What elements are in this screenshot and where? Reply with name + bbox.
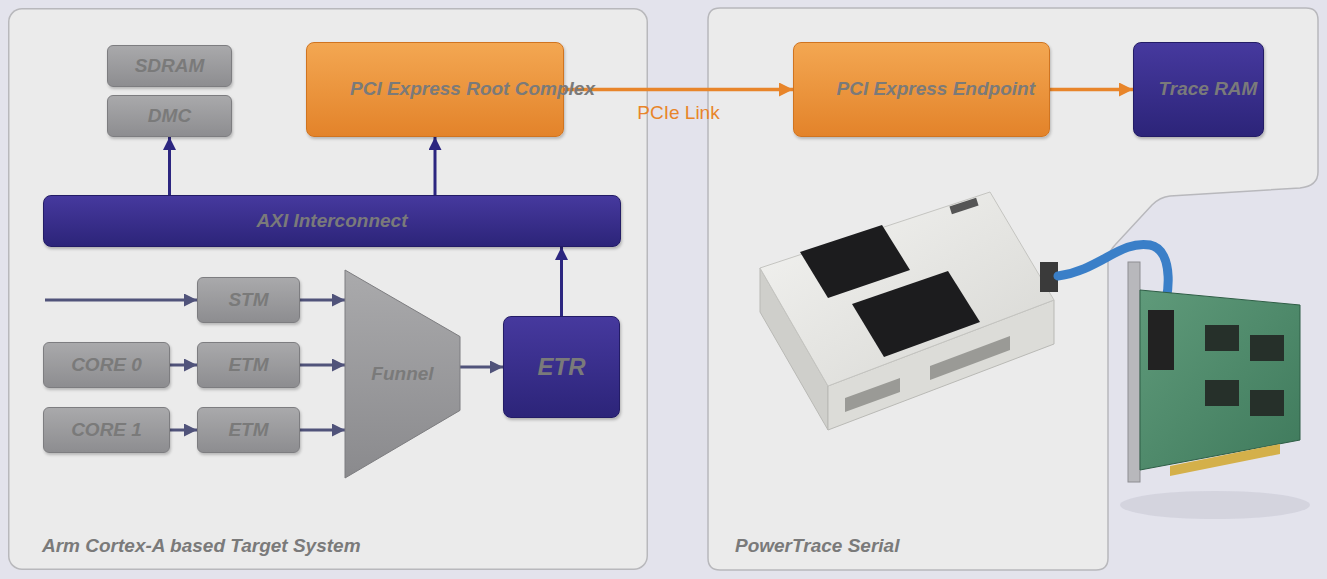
box-label: ETM [228, 419, 268, 442]
box-label: DMC [148, 105, 191, 128]
memory-box: Trace RAM [1133, 42, 1264, 137]
box-label: PCI Express Endpoint [837, 78, 1007, 101]
card-edge-contacts [1170, 444, 1280, 476]
card-bracket [1128, 262, 1140, 482]
card-chip [1250, 335, 1284, 361]
link-label: PCIe Link [637, 102, 719, 124]
card-board [1140, 290, 1300, 470]
box-label: AXI Interconnect [257, 210, 408, 233]
panel-heading: Arm Cortex-A based Target System [42, 535, 361, 558]
input-wire [45, 299, 197, 302]
box-label: PCI Express Root Complex [350, 78, 520, 101]
panel-heading: PowerTrace Serial [735, 535, 899, 558]
card-chip [1250, 390, 1284, 416]
card-connector [1148, 310, 1174, 370]
trace-macrocell-box: ETM [197, 342, 300, 388]
device-port [845, 378, 900, 412]
core-box: CORE 1 [43, 407, 170, 453]
device-port [930, 336, 1010, 380]
system-panel: Arm Cortex-A based Target System SDRAM DMC… [8, 8, 648, 570]
connector-arrow [460, 366, 503, 369]
connector-arrow [300, 429, 345, 432]
funnel-shape: Funnel [345, 270, 460, 478]
connector-arrow [564, 88, 793, 92]
box-label: Funnel [371, 363, 433, 386]
connector-arrow [1050, 88, 1133, 92]
trace-source-box: STM [197, 277, 300, 323]
pcie-box: PCI Express Root Complex [306, 42, 564, 137]
core-box: CORE 0 [43, 342, 170, 388]
funnel-shape [345, 270, 460, 478]
box-label: CORE 1 [71, 419, 142, 442]
panel-outline [708, 8, 1318, 570]
box-label: STM [228, 289, 268, 312]
box-label: CORE 0 [71, 354, 142, 377]
router-box: ETR [503, 316, 620, 418]
card-chip [1205, 380, 1239, 406]
connector-arrow [168, 137, 171, 195]
connector-arrow [300, 364, 345, 367]
card-shadow [1120, 491, 1310, 519]
tool-panel: PowerTrace Serial PCI Express Endpoint Tra… [708, 8, 1318, 570]
trace-macrocell-box: ETM [197, 407, 300, 453]
controller-box: DMC [107, 95, 232, 137]
connector-arrow [434, 137, 437, 195]
trace-device [760, 192, 1058, 430]
memory-box: SDRAM [107, 45, 232, 87]
device-top [760, 192, 1054, 386]
box-label: ETM [228, 354, 268, 377]
card-chip [1205, 325, 1239, 351]
box-label: ETR [538, 353, 586, 382]
connector-arrow [170, 364, 197, 367]
heat-sink [800, 225, 910, 298]
connector-arrow [560, 247, 563, 316]
box-label: Trace RAM [1159, 78, 1239, 101]
box-label: SDRAM [135, 55, 205, 78]
status-led-bar [949, 198, 978, 214]
pcie-box: PCI Express Endpoint [793, 42, 1050, 137]
heat-sink [852, 271, 980, 357]
interconnect-bar: AXI Interconnect [43, 195, 621, 247]
connector-arrow [170, 429, 197, 432]
connector-arrow [300, 299, 345, 302]
pcie-card [1128, 262, 1300, 482]
